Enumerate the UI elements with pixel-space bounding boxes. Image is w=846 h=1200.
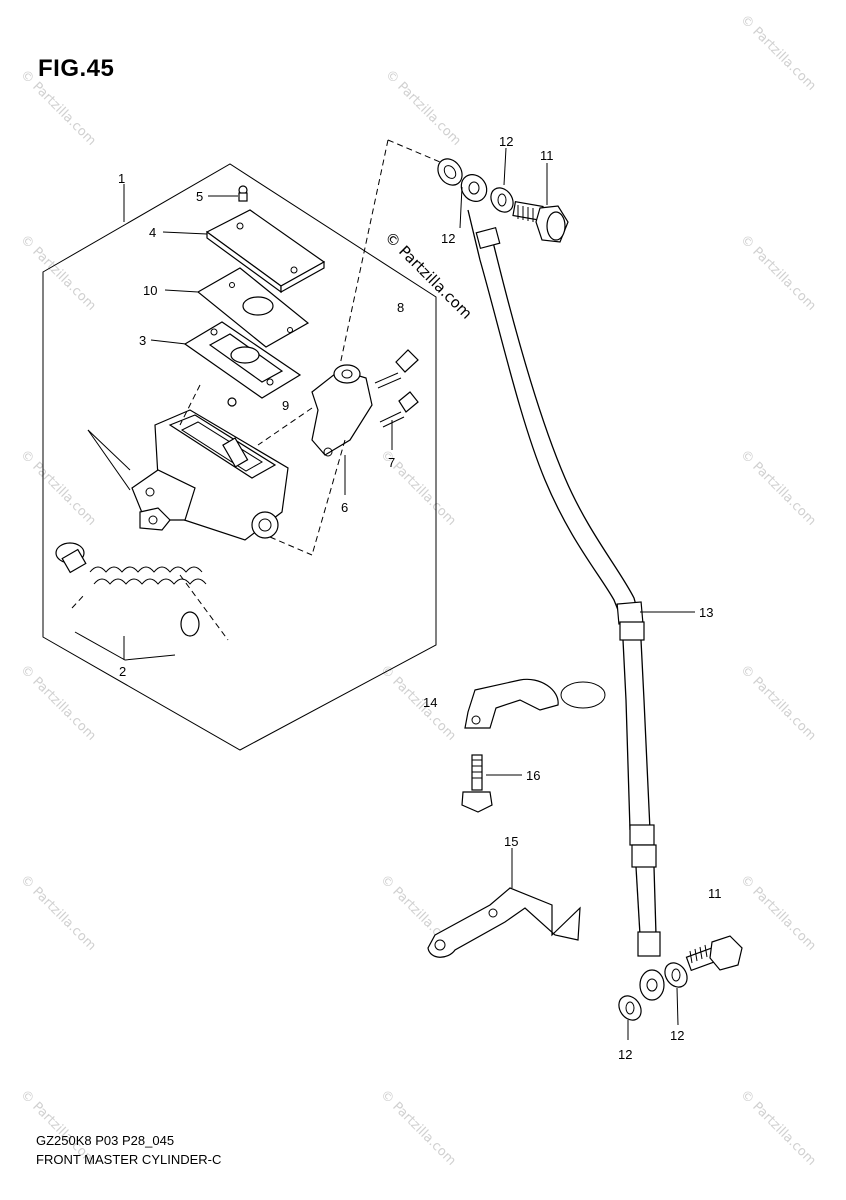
- callout-4: 4: [149, 225, 156, 240]
- callout-9: 9: [282, 398, 289, 413]
- part-screw-9: [227, 397, 237, 407]
- leader-line: [87, 429, 131, 491]
- callout-10: 10: [143, 283, 157, 298]
- callout-12-bottom-left: 12: [618, 1047, 632, 1062]
- figure-title: FIG.45: [38, 55, 115, 82]
- part-bolt-7b: [379, 391, 419, 428]
- bracket-line-2: [74, 631, 176, 661]
- watermark-tiles: © Partzilla.com © Partzilla.com © Partzi…: [17, 12, 819, 1169]
- callout-12-top-right: 12: [499, 134, 513, 149]
- callout-12-bottom-right: 12: [670, 1028, 684, 1043]
- part-washer-12a: [437, 158, 463, 186]
- watermark-tile: © Partzilla.com: [737, 1087, 819, 1169]
- part-union-6: [311, 364, 373, 457]
- watermark-tile: © Partzilla.com: [737, 232, 819, 314]
- assembly-outline: [42, 163, 437, 751]
- watermark-tile: © Partzilla.com: [377, 1087, 459, 1169]
- callout-5: 5: [196, 189, 203, 204]
- callout-16: 16: [526, 768, 540, 783]
- callout-14: 14: [423, 695, 437, 710]
- watermark-tile: © Partzilla.com: [17, 232, 99, 314]
- part-washer-12d: [664, 962, 688, 988]
- part-diaphragm-3: [183, 321, 302, 399]
- watermark-tile: © Partzilla.com: [17, 662, 99, 744]
- leader-lines: [123, 147, 695, 1040]
- callout-3: 3: [139, 333, 146, 348]
- watermark-tile: © Partzilla.com: [382, 67, 464, 149]
- callout-11-top: 11: [540, 148, 554, 163]
- watermark-tile: © Partzilla.com: [737, 662, 819, 744]
- leader-line: [87, 429, 131, 471]
- connection-lines: [71, 139, 441, 641]
- part-cap-4: [205, 209, 326, 294]
- watermark-tile: © Partzilla.com: [17, 872, 99, 954]
- part-screw-5: [238, 185, 248, 202]
- callout-7: 7: [388, 455, 395, 470]
- watermark-tile: © Partzilla.com: [737, 12, 819, 94]
- part-bolt-11a: [512, 200, 569, 243]
- part-piston-kit-2: [55, 542, 207, 637]
- callout-labels: 1 5 4 10 3 8 9 6 7 2 12 11 12 13 14 16 1…: [118, 134, 722, 1062]
- callout-11-bottom: 11: [708, 886, 722, 901]
- watermark-tile: © Partzilla.com: [737, 872, 819, 954]
- part-bolt-7a: [374, 349, 419, 389]
- part-bracket-15: [427, 887, 581, 958]
- part-banjo-fitting-top: [460, 174, 488, 202]
- part-bolt-16: [461, 754, 493, 813]
- part-plate-10: [196, 267, 310, 348]
- part-washer-12b: [490, 187, 514, 213]
- callout-13: 13: [699, 605, 713, 620]
- callout-8: 8: [397, 300, 404, 315]
- callout-6: 6: [341, 500, 348, 515]
- callout-12-top-left: 12: [441, 231, 455, 246]
- callout-2: 2: [119, 664, 126, 679]
- watermark-tile: © Partzilla.com: [737, 447, 819, 529]
- part-master-cylinder-body: [131, 409, 289, 541]
- part-washer-12c: [618, 995, 642, 1021]
- callout-1: 1: [118, 171, 125, 186]
- watermark-tile: © Partzilla.com: [17, 447, 99, 529]
- figure-code: GZ250K8 P03 P28_045: [36, 1133, 175, 1148]
- part-clamp-14: [464, 678, 606, 729]
- part-brake-hose-13: [467, 209, 665, 1001]
- watermark-tile: © Partzilla.com: [377, 662, 459, 744]
- watermark-main: © Partzilla.com: [381, 228, 476, 323]
- watermark-tile: © Partzilla.com: [17, 67, 99, 149]
- part-bolt-11b: [685, 935, 743, 972]
- callout-15: 15: [504, 834, 518, 849]
- figure-caption: FRONT MASTER CYLINDER-C: [36, 1152, 222, 1167]
